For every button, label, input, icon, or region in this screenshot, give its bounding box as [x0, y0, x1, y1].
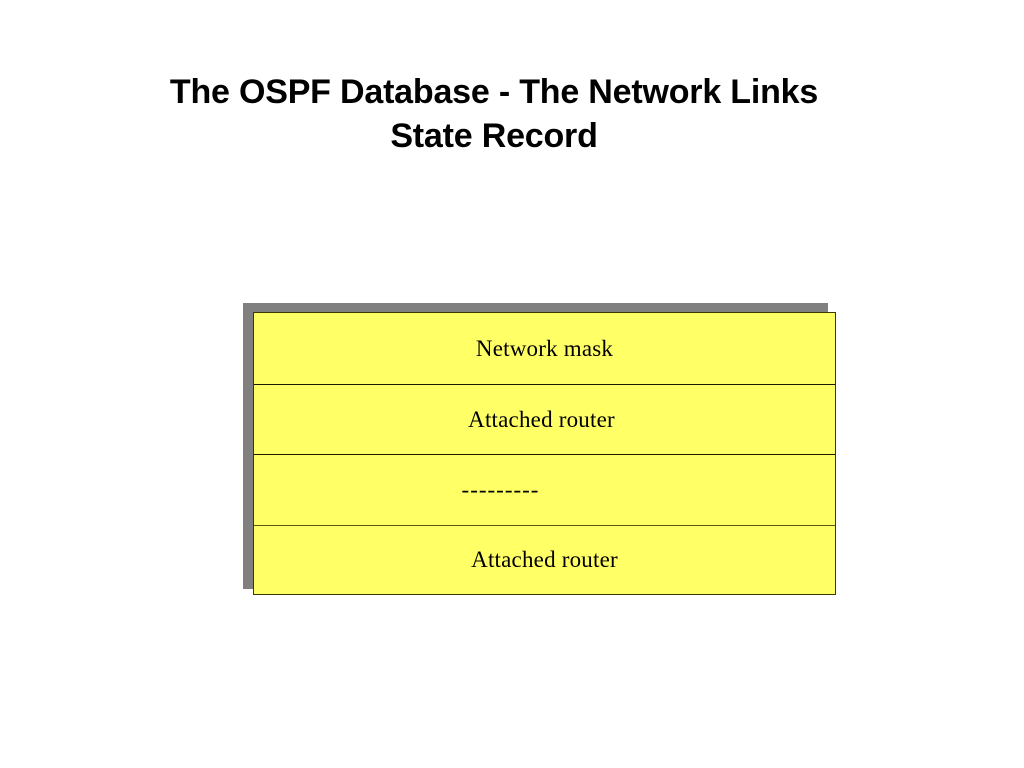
- record-row-label: Attached router: [471, 547, 618, 572]
- record-row-attached-router-2: Attached router: [254, 526, 835, 594]
- page-title: The OSPF Database - The Network Links St…: [102, 70, 886, 158]
- network-links-state-record-diagram: Network mask Attached router --------- A…: [243, 303, 837, 596]
- record-row-label: Attached router: [468, 406, 615, 432]
- page-title-line-2: State Record: [390, 117, 598, 155]
- record-row-label: Network mask: [475, 335, 614, 361]
- record-row-label: ---------: [461, 477, 540, 502]
- record-row-ellipsis: ---------: [254, 455, 835, 526]
- record-row-network-mask: Network mask: [254, 313, 835, 385]
- page-title-line-1: The OSPF Database - The Network Links: [169, 73, 819, 111]
- record-card: Network mask Attached router --------- A…: [253, 312, 836, 595]
- record-row-attached-router-1: Attached router: [254, 385, 835, 455]
